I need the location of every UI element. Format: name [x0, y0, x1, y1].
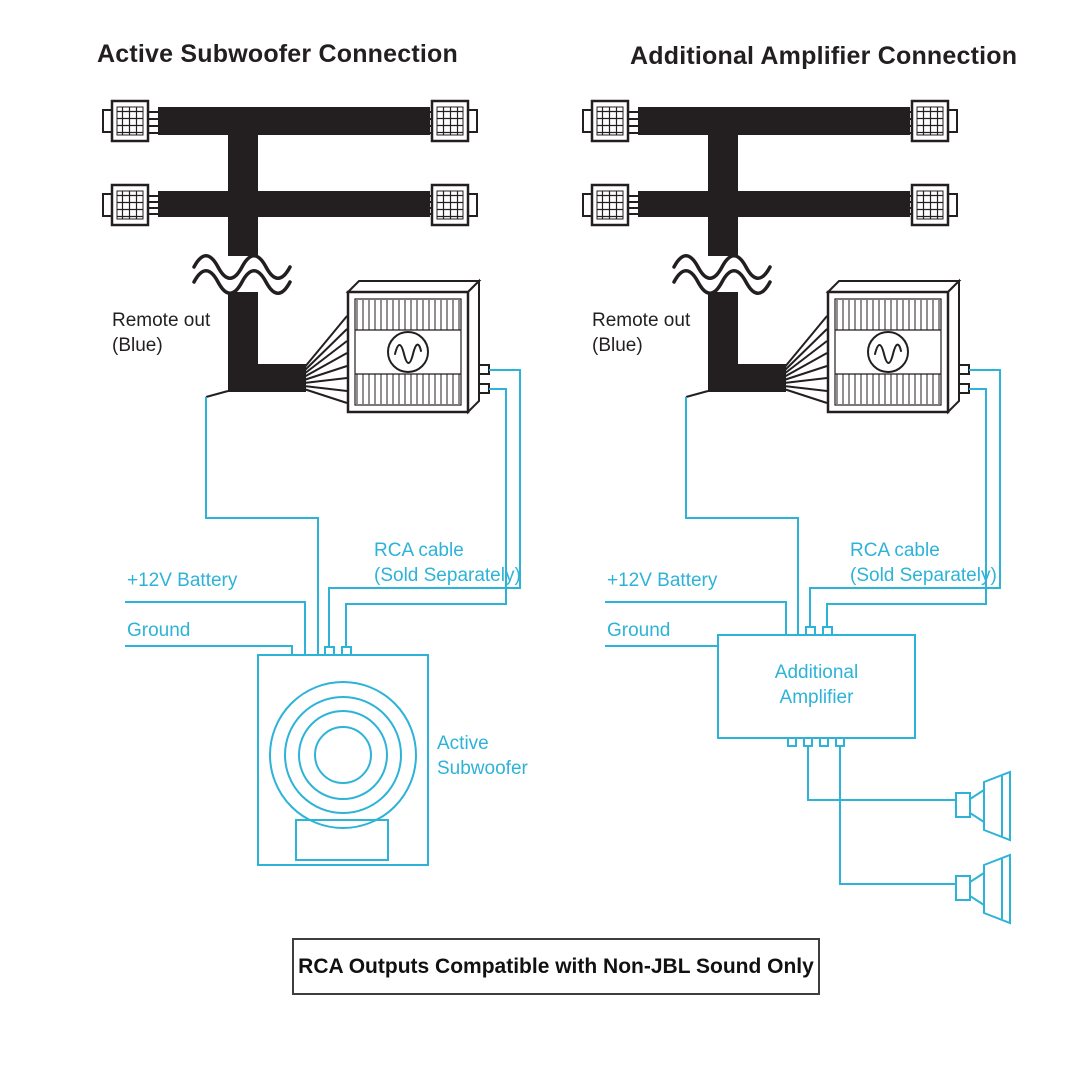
additional-amplifier-label: Additional Amplifier	[774, 662, 859, 709]
ground-label-left: Ground	[127, 620, 191, 641]
wiring-harness-amplifier-left	[103, 101, 489, 412]
rca-wire-left-1	[328, 369, 521, 647]
wiring-right	[605, 369, 1001, 885]
battery-label-left: +12V Battery	[127, 570, 238, 591]
rca-wire-left-2	[345, 388, 507, 647]
active-subwoofer-diagram	[103, 101, 521, 866]
wiring-left	[125, 369, 521, 655]
speaker-icon-2	[955, 854, 1011, 924]
active-subwoofer-box	[257, 646, 429, 866]
battery-wire-left	[125, 601, 306, 655]
speaker-wire-1	[807, 746, 956, 801]
rca-cable-label-right: RCA cable (Sold Separately)	[850, 540, 997, 587]
rca-wire-right-1	[809, 369, 1001, 627]
active-subwoofer-label: Active Subwoofer	[437, 733, 528, 780]
additional-amplifier-diagram	[583, 101, 1011, 924]
rca-cable-label-left: RCA cable (Sold Separately)	[374, 540, 521, 587]
battery-label-right: +12V Battery	[607, 570, 718, 591]
wiring-harness-amplifier-right	[583, 101, 969, 412]
remote-out-label-left: Remote out (Blue)	[112, 310, 211, 357]
subwoofer-port	[295, 819, 389, 861]
woofer-cone-icon	[269, 681, 417, 829]
compatibility-note-box: RCA Outputs Compatible with Non-JBL Soun…	[292, 938, 820, 995]
remote-wire-left	[205, 397, 319, 655]
remote-wire-right	[685, 397, 799, 635]
right-diagram-title: Additional Amplifier Connection	[630, 42, 1018, 70]
speaker-icon-1	[955, 771, 1011, 841]
ground-wire-left	[125, 645, 293, 655]
ground-label-right: Ground	[607, 620, 671, 641]
rca-wire-right-2	[826, 388, 987, 627]
additional-amplifier-box	[717, 626, 916, 747]
left-diagram-title: Active Subwoofer Connection	[97, 40, 458, 68]
speaker-wire-2	[839, 746, 956, 885]
compatibility-note: RCA Outputs Compatible with Non-JBL Soun…	[298, 954, 814, 978]
remote-out-label-right: Remote out (Blue)	[592, 310, 691, 357]
battery-wire-right	[605, 601, 787, 635]
